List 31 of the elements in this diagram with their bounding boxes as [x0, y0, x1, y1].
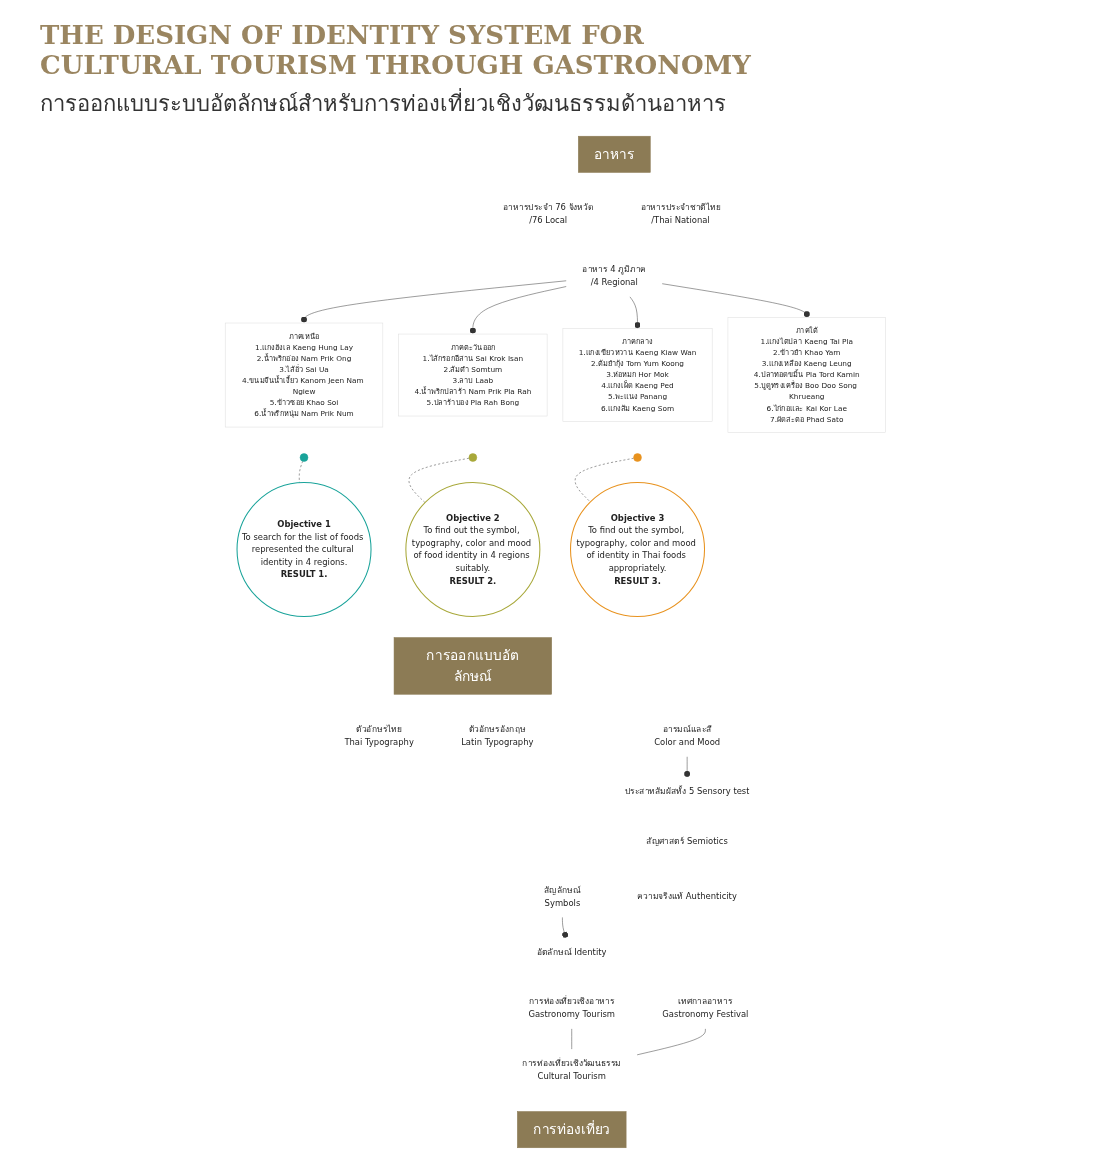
node-circle — [468, 453, 477, 462]
node-box — [393, 637, 552, 695]
node-text: อาหารประจำ 76 จังหวัด /76 Local — [502, 202, 593, 226]
node-box — [397, 333, 547, 417]
node-circle — [632, 453, 642, 462]
node-text: เทศกาลอาหาร Gastronomy Festival — [661, 996, 749, 1020]
node-circle — [569, 482, 705, 618]
subtitle: การออกแบบระบบอัตลักษณ์สำหรับการท่องเที่ยวเชิงวัฒนธรรมด้านอาหาร — [40, 86, 1070, 121]
node-text: การท่องเที่ยวเชิงอาหาร Gastronomy Tourism — [528, 996, 615, 1020]
node-text: สัญศาสตร์ Semiotics — [646, 835, 728, 846]
node-text: อาหารประจำชาติไทย /Thai National — [640, 202, 720, 226]
connector — [636, 1028, 706, 1056]
connector — [408, 458, 469, 503]
node-text: สัญลักษณ์ Symbols — [543, 885, 581, 908]
node-circle — [299, 453, 308, 462]
node-circle — [236, 482, 372, 618]
title: THE DESIGN OF IDENTITY SYSTEM FOR CULTURAL TOURISM THROUGH GASTRONOMY — [40, 20, 752, 80]
node-box — [562, 328, 713, 422]
node-box — [727, 317, 886, 433]
node-text: ประสาทสัมผัสทั้ง 5 Sensory test — [624, 786, 750, 797]
node-box — [516, 1111, 626, 1149]
node-text: ตัวอักษรไทย Thai Typography — [343, 724, 414, 747]
node-box — [577, 135, 651, 173]
node-circle — [404, 482, 540, 618]
node-text: ความจริงแท้ Authenticity — [637, 891, 737, 902]
node-text: การท่องเที่ยวเชิงวัฒนธรรม Cultural Tourism — [521, 1058, 621, 1082]
node-text: อารมณ์และสี Color and Mood — [653, 724, 720, 747]
node-text: ตัวอักษรอังกฤษ Latin Typography — [460, 724, 534, 747]
node-box — [224, 322, 383, 428]
node-text: อาหาร 4 ภูมิภาค /4 Regional — [582, 264, 646, 288]
node-text: อัตลักษณ์ Identity — [536, 947, 607, 958]
